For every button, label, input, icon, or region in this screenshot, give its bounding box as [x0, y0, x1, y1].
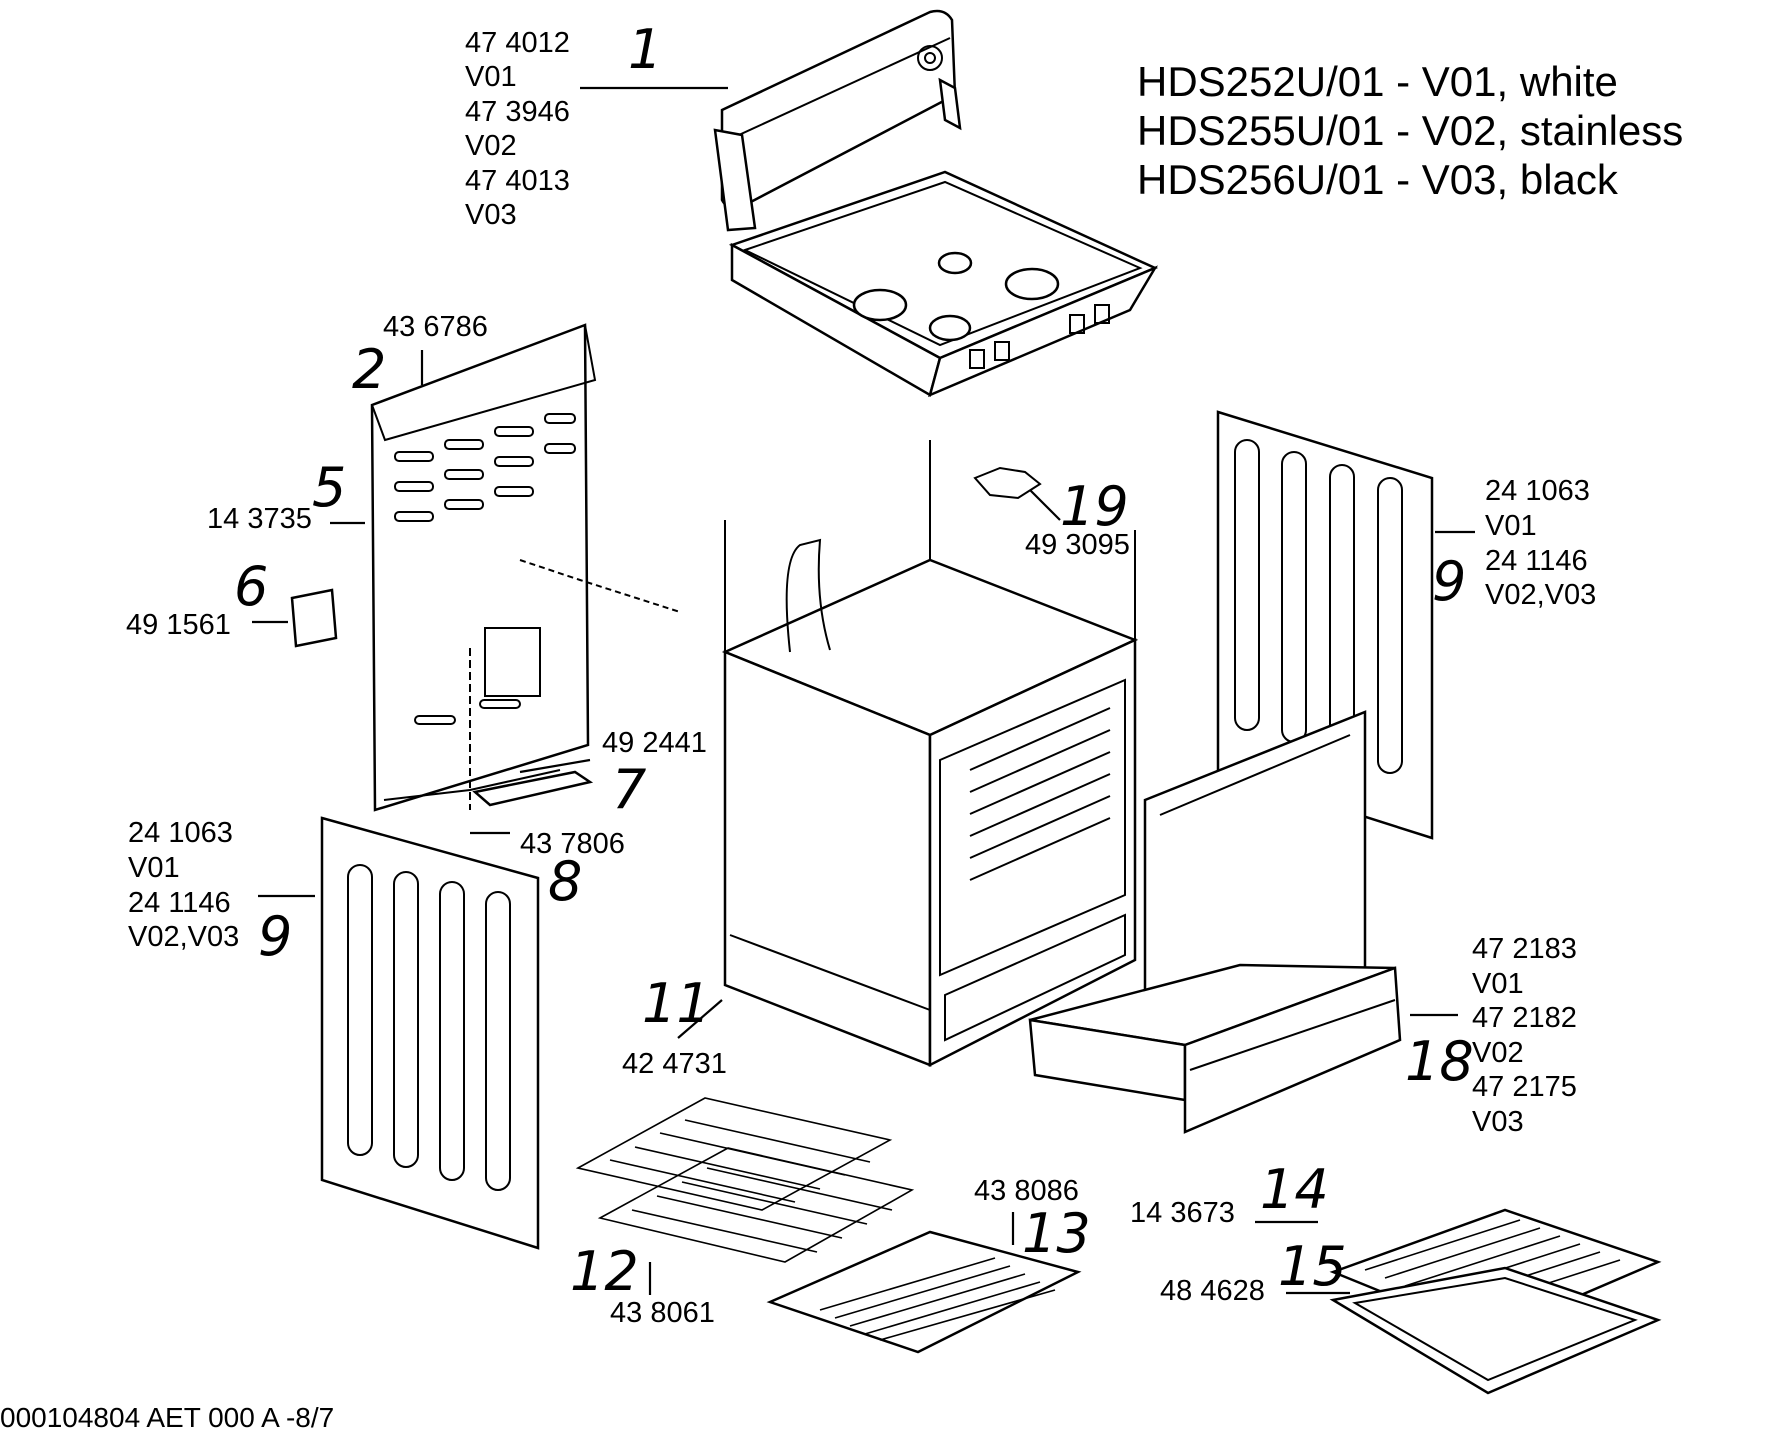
callout-number-19: 19 [1060, 475, 1129, 538]
leader-lines [252, 86, 1475, 1295]
valve-drawing [973, 466, 1042, 500]
part-number: 48 4628 [1160, 1275, 1265, 1307]
variant-label: V01 [1472, 968, 1524, 1000]
backguard-cooktop-drawing [713, 9, 1159, 398]
part-number: 42 4731 [622, 1048, 727, 1080]
callout-number-9-left: 9 [258, 905, 292, 968]
callout-number-11: 11 [642, 972, 711, 1035]
part-number: 43 7806 [520, 828, 625, 860]
callout-number-2: 2 [352, 338, 386, 401]
part-number: 43 8086 [974, 1175, 1079, 1207]
part-number: 47 4013 [465, 165, 570, 197]
variant-label: V03 [465, 199, 517, 231]
part-number: 24 1063 [1485, 475, 1590, 507]
part-number: 49 2441 [602, 727, 707, 759]
part-number: 14 3673 [1130, 1197, 1235, 1229]
side-panel-left-drawing [320, 816, 540, 1250]
part-number: 24 1063 [128, 817, 233, 849]
part-number: 47 4012 [465, 27, 570, 59]
variant-label: V02,V03 [128, 921, 239, 953]
callout-number-8: 8 [548, 850, 582, 913]
callout-number-13: 13 [1022, 1202, 1091, 1265]
callout-number-1: 1 [628, 18, 662, 81]
part-number: 43 8061 [610, 1297, 715, 1329]
part-number: 47 2182 [1472, 1002, 1577, 1034]
variant-label: V01 [128, 852, 180, 884]
side-panel-right-drawing [1216, 410, 1434, 840]
part-number: 49 1561 [126, 609, 231, 641]
part-number: 49 3095 [1025, 529, 1130, 561]
callout-number-9-right: 9 [1432, 550, 1466, 613]
bracket-drawing [290, 588, 338, 648]
broil-pan-drawing [1329, 1208, 1662, 1395]
callout-number-12: 12 [570, 1240, 639, 1303]
model-line-2: HDS255U/01 - V02, stainless [1137, 107, 1683, 154]
variant-label: V01 [1485, 510, 1537, 542]
callout-number-14: 14 [1260, 1158, 1329, 1221]
part-number: 14 3735 [207, 503, 312, 535]
part-number: 47 2175 [1472, 1071, 1577, 1103]
oven-racks-drawing [575, 1097, 915, 1263]
storage-drawer-drawing [1028, 963, 1402, 1134]
broil-rack-drawing [766, 1230, 1082, 1354]
document-footer-code: 000104804 AET 000 A -8/7 [0, 1402, 334, 1433]
variant-label: V02 [465, 130, 517, 162]
callout-number-15: 15 [1278, 1235, 1347, 1298]
callout-number-7: 7 [612, 758, 646, 821]
model-line-3: HDS256U/01 - V03, black [1137, 156, 1619, 203]
rear-panel-drawing [370, 323, 681, 812]
variant-label: V02,V03 [1485, 579, 1596, 611]
part-number: 47 3946 [465, 96, 570, 128]
part-number: 47 2183 [1472, 933, 1577, 965]
lower-bracket-drawing [472, 770, 594, 807]
part-number: 24 1146 [1485, 545, 1588, 577]
model-line-1: HDS252U/01 - V01, white [1137, 58, 1618, 105]
range-cabinet-drawing [721, 440, 1139, 1068]
callout-number-6: 6 [234, 555, 268, 618]
part-number: 43 6786 [383, 311, 488, 343]
part-number: 24 1146 [128, 887, 231, 919]
variant-label: V01 [465, 61, 517, 93]
callout-number-5: 5 [312, 456, 346, 519]
callout-number-18: 18 [1405, 1030, 1474, 1093]
variant-label: V03 [1472, 1106, 1524, 1138]
variant-label: V02 [1472, 1037, 1524, 1069]
